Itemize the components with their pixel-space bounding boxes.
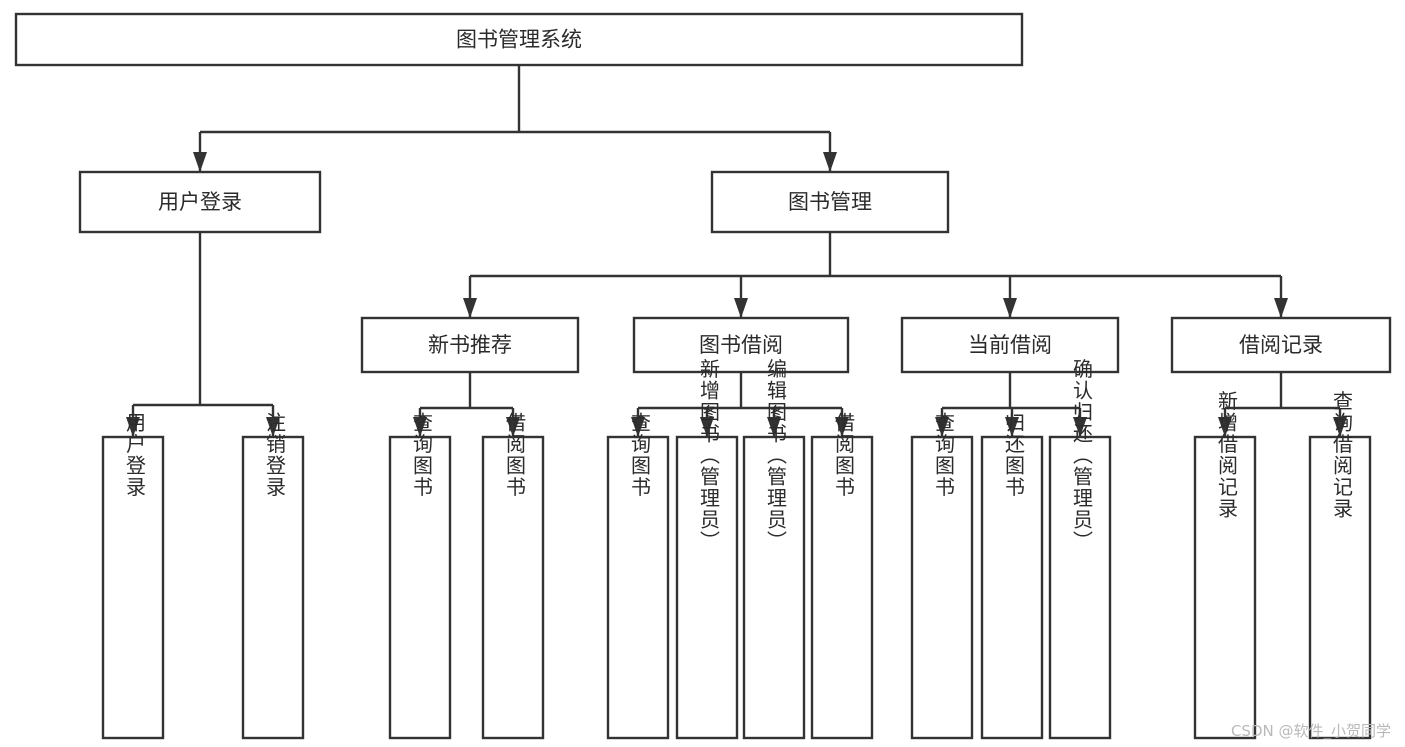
arrow-head-icon <box>193 152 207 172</box>
node-label-leaf-borrow-book-1: 借阅图书 <box>503 412 527 498</box>
node-leaf-query-book-3[interactable]: 查询图书 <box>910 412 974 740</box>
node-label-leaf-edit-book: 编辑图书（管理员） <box>764 358 788 552</box>
edge-group-borrow-record <box>1218 372 1347 437</box>
node-leaf-add-borrow-record[interactable]: 新增借阅记录 <box>1193 390 1257 740</box>
arrow-head-icon <box>734 298 748 318</box>
node-root[interactable]: 图书管理系统 <box>14 12 1024 67</box>
arrow-head-icon <box>463 298 477 318</box>
node-label-leaf-user-login: 用户登录 <box>123 412 147 498</box>
node-leaf-borrow-book-2[interactable]: 借阅图书 <box>810 412 874 740</box>
edge-group-root <box>193 65 837 172</box>
node-label-leaf-add-borrow-record: 新增借阅记录 <box>1215 390 1239 519</box>
arrow-head-icon <box>835 417 849 437</box>
node-label-leaf-query-book-1: 查询图书 <box>410 412 434 498</box>
arrow-head-icon <box>767 417 781 437</box>
edge-group-book-manage <box>463 232 1288 318</box>
arrow-head-icon <box>1003 298 1017 318</box>
nodes-layer: 图书管理系统用户登录图书管理新书推荐图书借阅当前借阅借阅记录用户登录注销登录查询… <box>14 12 1392 740</box>
node-user-login[interactable]: 用户登录 <box>78 170 322 234</box>
arrow-head-icon <box>126 417 140 437</box>
edge-group-new-book-recommend <box>413 372 520 437</box>
arrow-head-icon <box>413 417 427 437</box>
node-label-leaf-add-book: 新增图书（管理员） <box>697 358 721 552</box>
arrow-head-icon <box>631 417 645 437</box>
arrow-head-icon <box>823 152 837 172</box>
node-current-borrow[interactable]: 当前借阅 <box>900 316 1120 374</box>
arrow-head-icon <box>266 417 280 437</box>
node-label-borrow-record: 借阅记录 <box>1239 333 1323 357</box>
node-label-leaf-query-book-3: 查询图书 <box>932 412 956 498</box>
arrow-head-icon <box>506 417 520 437</box>
node-label-leaf-user-logout: 注销登录 <box>263 412 287 498</box>
node-book-manage[interactable]: 图书管理 <box>710 170 950 234</box>
arrow-head-icon <box>935 417 949 437</box>
node-leaf-borrow-book-1[interactable]: 借阅图书 <box>481 412 545 740</box>
node-leaf-user-login[interactable]: 用户登录 <box>101 412 165 740</box>
node-book-borrow[interactable]: 图书借阅 <box>632 316 850 374</box>
node-leaf-edit-book[interactable]: 编辑图书（管理员） <box>742 358 806 740</box>
connectors-layer <box>126 65 1347 437</box>
node-leaf-query-borrow-record[interactable]: 查询借阅记录 <box>1308 390 1372 740</box>
arrow-head-icon <box>1218 417 1232 437</box>
node-label-root: 图书管理系统 <box>456 28 582 52</box>
edge-group-book-borrow <box>631 372 849 437</box>
node-label-leaf-return-book: 归还图书 <box>1002 412 1026 498</box>
node-label-leaf-borrow-book-2: 借阅图书 <box>832 412 856 498</box>
node-label-leaf-confirm-return: 确认归还（管理员） <box>1070 358 1094 552</box>
arrow-head-icon <box>1005 417 1019 437</box>
node-leaf-confirm-return[interactable]: 确认归还（管理员） <box>1048 358 1112 740</box>
node-leaf-query-book-2[interactable]: 查询图书 <box>606 412 670 740</box>
edge-group-current-borrow <box>935 372 1087 437</box>
arrow-head-icon <box>700 417 714 437</box>
node-borrow-record[interactable]: 借阅记录 <box>1170 316 1392 374</box>
node-new-book-recommend[interactable]: 新书推荐 <box>360 316 580 374</box>
node-leaf-return-book[interactable]: 归还图书 <box>980 412 1044 740</box>
node-leaf-query-book-1[interactable]: 查询图书 <box>388 412 452 740</box>
node-label-current-borrow: 当前借阅 <box>968 333 1052 357</box>
node-label-book-borrow: 图书借阅 <box>699 333 783 357</box>
node-label-new-book-recommend: 新书推荐 <box>428 333 512 357</box>
node-leaf-user-logout[interactable]: 注销登录 <box>241 412 305 740</box>
node-leaf-add-book[interactable]: 新增图书（管理员） <box>675 358 739 740</box>
node-label-user-login: 用户登录 <box>158 190 242 214</box>
arrow-head-icon <box>1333 417 1347 437</box>
node-label-leaf-query-borrow-record: 查询借阅记录 <box>1330 390 1354 519</box>
arrow-head-icon <box>1073 417 1087 437</box>
node-label-book-manage: 图书管理 <box>788 190 872 214</box>
node-label-leaf-query-book-2: 查询图书 <box>628 412 652 498</box>
edge-group-user-login <box>126 232 280 437</box>
arrow-head-icon <box>1274 298 1288 318</box>
